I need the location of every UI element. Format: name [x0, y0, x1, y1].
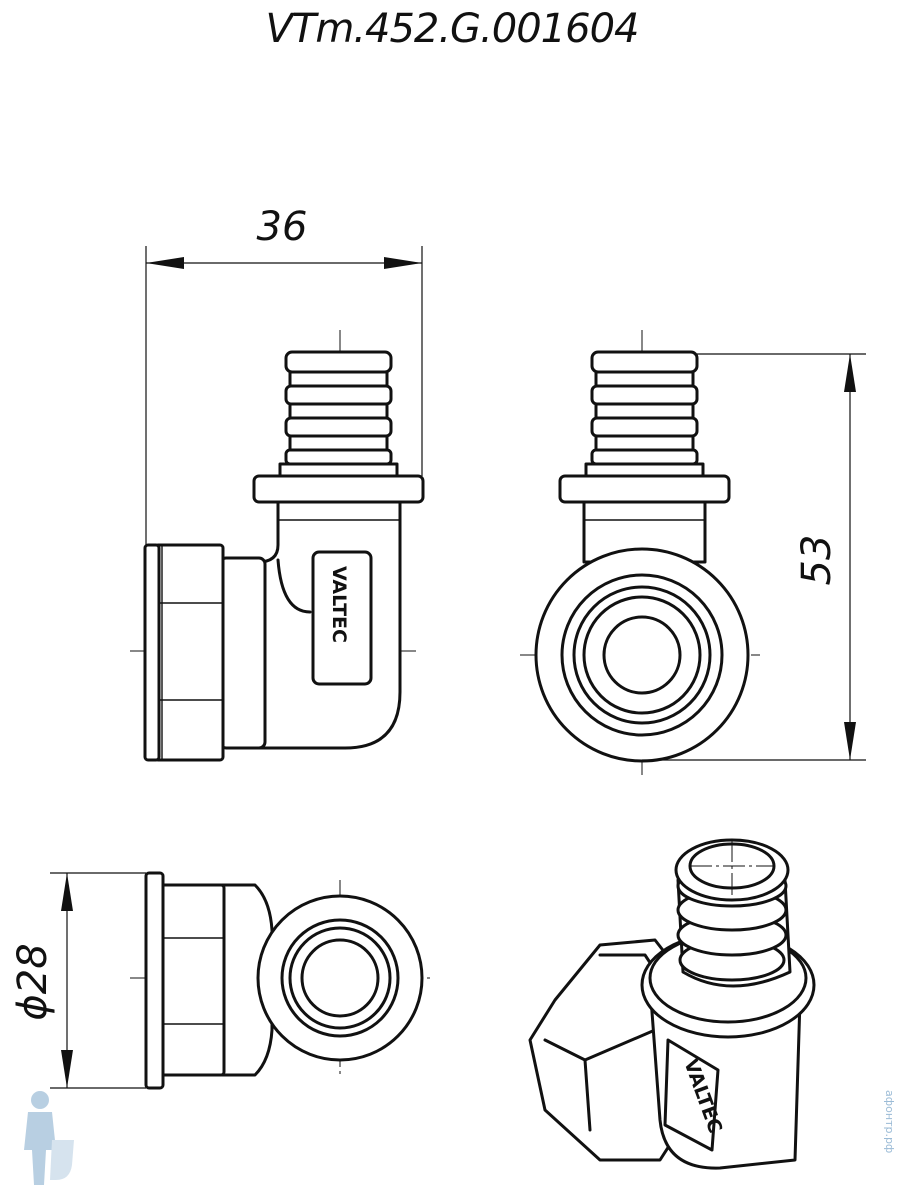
- front-view: VALTEC: [130, 330, 425, 762]
- isometric-view: VALTEC: [528, 838, 816, 1170]
- drawing-title: VTm.452.G.001604: [266, 6, 639, 52]
- width-label: 36: [257, 204, 308, 250]
- bottom-view: [130, 871, 430, 1090]
- watermark-text: афонтр.рф: [883, 1090, 896, 1153]
- diameter-label: ϕ28: [10, 943, 56, 1020]
- brand-label-front: VALTEC: [328, 566, 350, 643]
- height-label: 53: [794, 535, 840, 586]
- dimension-height: 53: [642, 353, 866, 761]
- side-view: [520, 330, 760, 775]
- dimension-width: 36: [145, 204, 423, 545]
- dimension-diameter: ϕ28: [10, 872, 146, 1089]
- plumber-logo: [24, 1091, 74, 1185]
